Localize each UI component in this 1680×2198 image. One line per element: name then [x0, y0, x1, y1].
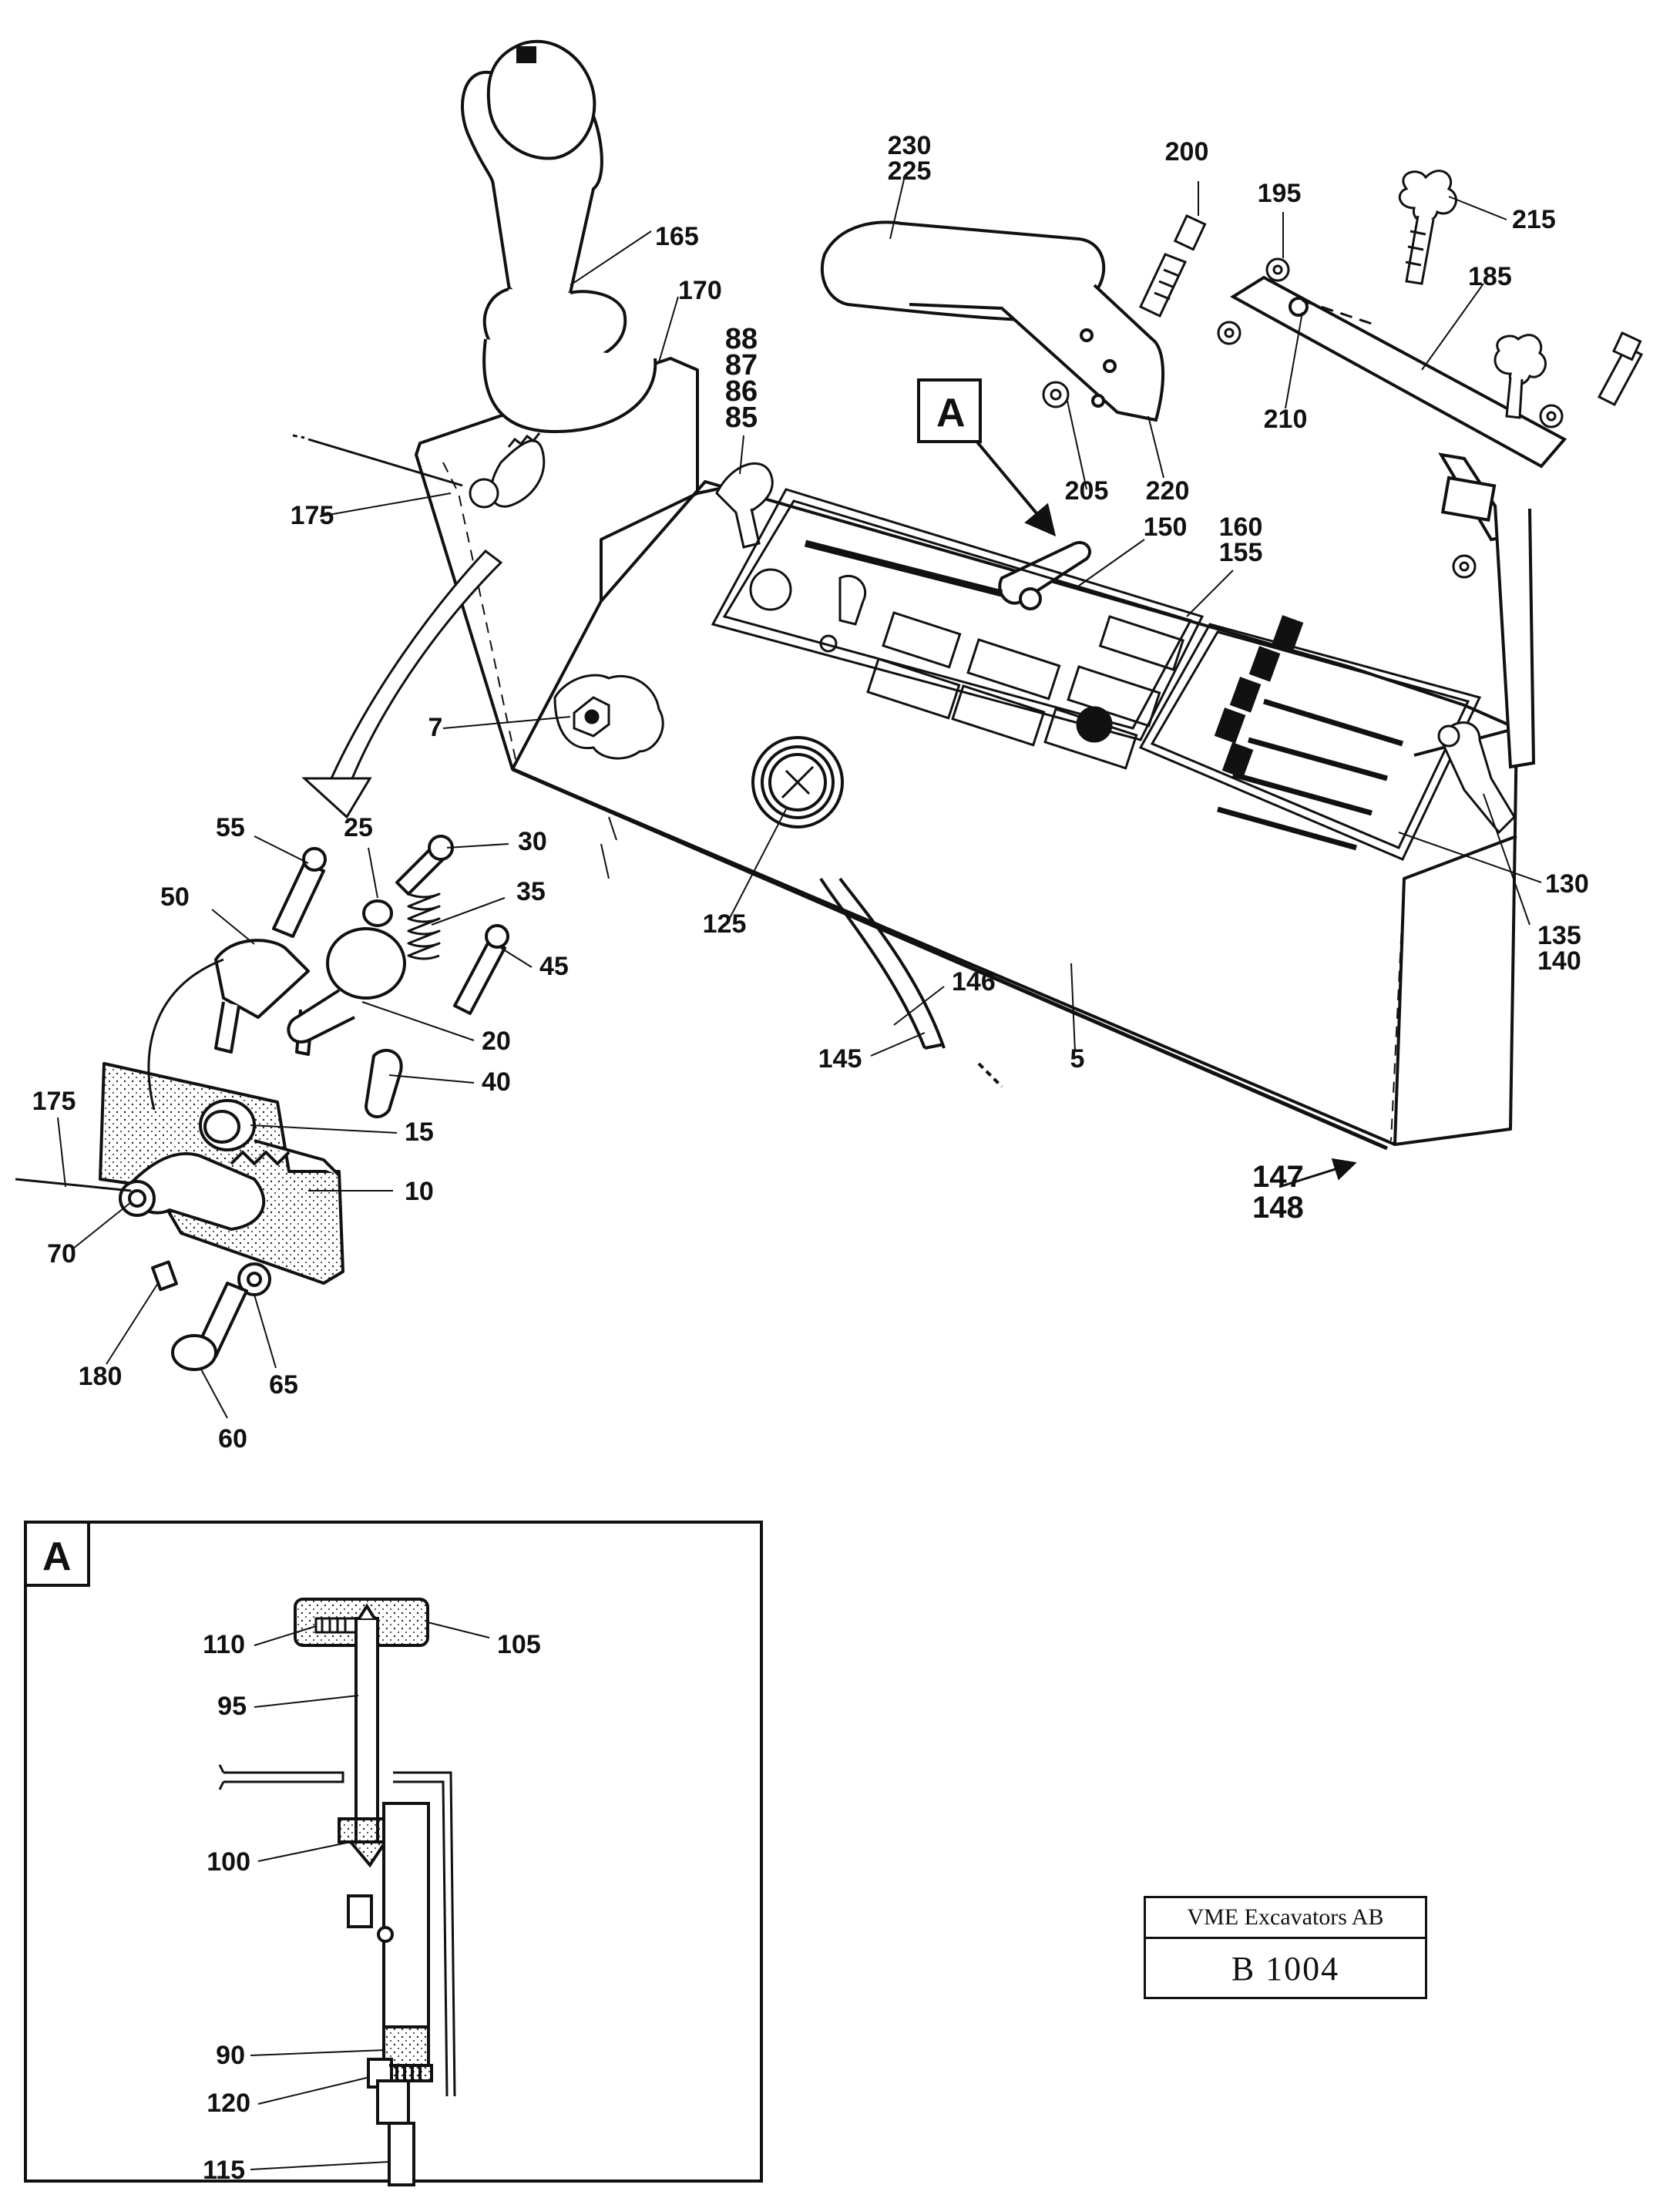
arm-rest [820, 220, 1164, 422]
callout-148: 148 [1252, 1191, 1304, 1225]
bracket-185 [1230, 275, 1567, 769]
callout-25: 25 [344, 813, 373, 842]
gear-lever [461, 39, 657, 434]
callout-120: 120 [207, 2089, 250, 2118]
callout-95: 95 [217, 1692, 247, 1721]
lever-lock-knob [469, 432, 546, 509]
callout-140: 140 [1537, 946, 1581, 976]
callout-185: 185 [1468, 262, 1512, 291]
callout-50: 50 [160, 882, 190, 912]
callout-60: 60 [218, 1424, 247, 1454]
detail-a-inset [24, 1521, 763, 2186]
callout-105: 105 [497, 1630, 541, 1659]
detail-tag-inset: A [42, 1534, 72, 1579]
bracket-100 [338, 1817, 387, 1868]
callout-20: 20 [482, 1027, 511, 1056]
console-cover-plate [218, 1764, 456, 2097]
callout-220: 220 [1146, 476, 1190, 506]
callout-125: 125 [703, 909, 747, 939]
callout-15: 15 [405, 1117, 434, 1147]
callout-87: 87 [725, 349, 758, 381]
star-knob-215 [1398, 170, 1457, 285]
star-knob-lower [1494, 334, 1547, 419]
callout-135: 135 [1537, 921, 1581, 950]
adjust-nut [367, 2058, 433, 2186]
callout-5: 5 [1070, 1044, 1085, 1074]
callout-88: 88 [725, 323, 758, 355]
leader-lines [57, 179, 1542, 2170]
callout-65: 65 [269, 1370, 298, 1400]
callout-155: 155 [1219, 538, 1263, 567]
callout-115: 115 [203, 2156, 245, 2185]
callout-90: 90 [216, 2041, 245, 2070]
detail-tag-main: A [936, 391, 966, 435]
bolt-right [1597, 331, 1644, 406]
callout-110: 110 [203, 1630, 245, 1659]
callout-160: 160 [1219, 513, 1263, 542]
callout-86: 86 [725, 375, 758, 408]
callout-150: 150 [1144, 513, 1188, 542]
callout-175-lower: 175 [32, 1087, 76, 1116]
drawing-code: B 1004 [1231, 1950, 1340, 1988]
nut-205 [1042, 381, 1070, 408]
callout-7: 7 [428, 713, 443, 742]
cable-175-upper [292, 434, 463, 487]
callout-147: 147 [1252, 1160, 1304, 1194]
callout-170: 170 [678, 276, 722, 305]
washers-195-210 [1217, 257, 1564, 579]
callout-230: 230 [888, 131, 932, 160]
callout-labels: A A 230 225 200 195 215 185 165 170 88 8… [32, 131, 1589, 2185]
callout-180: 180 [79, 1362, 123, 1391]
detail-a-marker [917, 378, 982, 443]
callout-45: 45 [539, 952, 569, 981]
instrument-panel [711, 488, 1205, 770]
callout-35: 35 [516, 877, 546, 906]
callout-100: 100 [207, 1847, 250, 1877]
side-handle [1437, 721, 1516, 835]
callout-165: 165 [655, 222, 699, 251]
callout-225: 225 [888, 156, 932, 186]
filler-cap [553, 674, 664, 760]
callout-70: 70 [47, 1239, 76, 1269]
callout-215: 215 [1512, 205, 1556, 234]
title-block: VME Excavators AB B 1004 [1144, 1896, 1427, 1999]
callout-40: 40 [482, 1067, 511, 1097]
callout-10: 10 [405, 1177, 434, 1206]
exploded-view-arrow [301, 549, 503, 819]
callout-146: 146 [952, 967, 996, 996]
callout-210: 210 [1264, 405, 1308, 434]
callout-85: 85 [725, 402, 758, 434]
lever-panel [1138, 615, 1482, 861]
company-name: VME Excavators AB [1146, 1898, 1425, 1939]
callout-200: 200 [1165, 137, 1209, 166]
callout-175-upper: 175 [291, 501, 334, 530]
callout-130: 130 [1545, 869, 1589, 899]
callout-30: 30 [518, 827, 547, 856]
callout-205: 205 [1065, 476, 1109, 506]
throttle-body [347, 1802, 430, 2067]
callout-195: 195 [1258, 179, 1302, 208]
callout-55: 55 [216, 813, 245, 842]
bolt-200 [1139, 214, 1207, 318]
console-switch-knob [715, 462, 774, 549]
gauge-125 [751, 736, 844, 828]
console-housing [415, 357, 1518, 1151]
throttle-rod [354, 1603, 379, 1843]
cables [819, 877, 1003, 1088]
exploded-mechanism [15, 835, 509, 1371]
callout-145: 145 [818, 1044, 862, 1074]
